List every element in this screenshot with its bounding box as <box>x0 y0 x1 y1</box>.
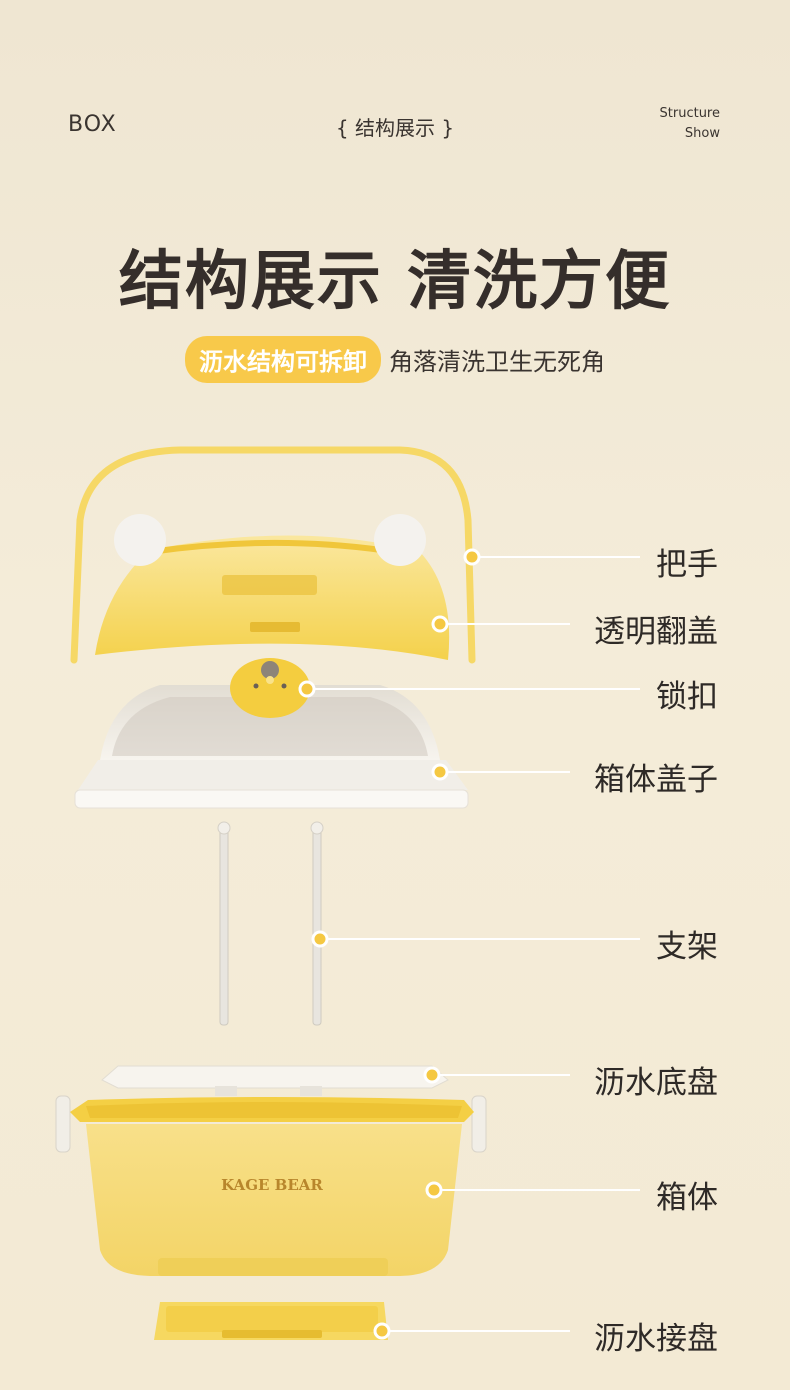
callout-support: 支架 <box>656 929 718 965</box>
drain-plate-part <box>101 1065 449 1096</box>
drip-tray-part <box>154 1302 388 1340</box>
leader-dots <box>298 548 481 1340</box>
callout-transparent-lid: 透明翻盖 <box>594 614 718 650</box>
header-structure-show: Structure Show <box>660 104 720 144</box>
subtitle-badge: 沥水结构可拆卸 <box>185 336 381 383</box>
subtitle-row: 沥水结构可拆卸 角落清洗卫生无死角 <box>0 336 790 383</box>
leader-lines <box>307 556 640 1332</box>
lock-clasp-part <box>230 658 310 718</box>
support-rods-part <box>217 821 324 1026</box>
callout-lock-clasp: 锁扣 <box>656 679 718 715</box>
header-right-line1: Structure <box>659 106 720 121</box>
transparent-lid-part <box>95 514 450 660</box>
header-section-title: { 结构展示 } <box>335 116 455 140</box>
page-header: BOX { 结构展示 } Structure Show <box>0 0 790 160</box>
header-box-label: BOX <box>68 112 117 137</box>
box-body-part: KAGE BEAR <box>55 1095 487 1276</box>
box-cover-part <box>74 685 469 809</box>
header-right-line2: Show <box>684 126 720 141</box>
handle-part <box>70 446 476 664</box>
subtitle-text: 角落清洗卫生无死角 <box>389 348 605 376</box>
brand-logo: KAGE BEAR <box>221 1176 323 1194</box>
callout-drip-tray: 沥水接盘 <box>594 1321 718 1357</box>
callout-box-cover: 箱体盖子 <box>594 762 718 798</box>
page-title: 结构展示 清洗方便 <box>118 245 672 319</box>
callout-box-body: 箱体 <box>656 1180 718 1216</box>
callout-handle: 把手 <box>656 547 718 583</box>
callout-drain-plate: 沥水底盘 <box>594 1065 718 1101</box>
